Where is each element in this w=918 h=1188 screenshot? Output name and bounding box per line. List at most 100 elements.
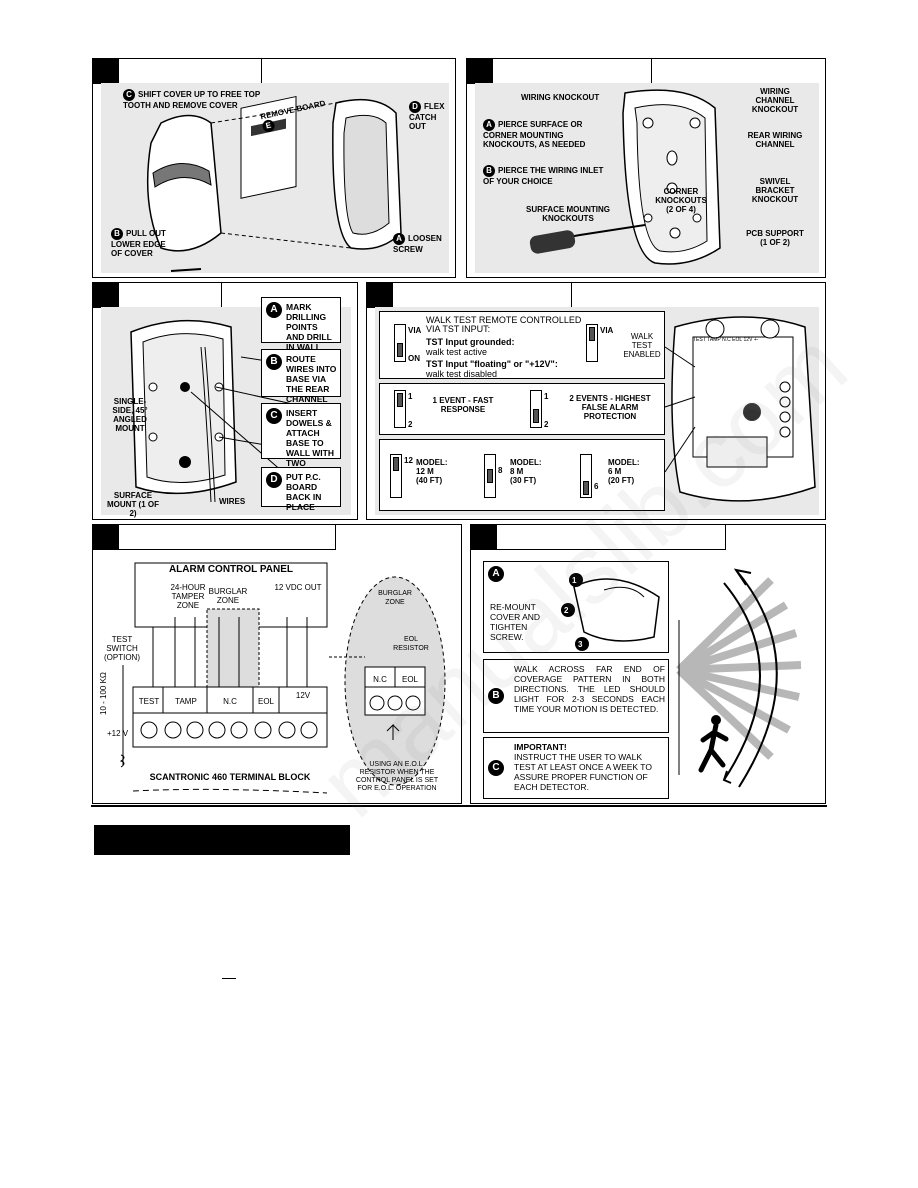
step-text: INSTRUCT THE USER TO WALK TEST AT LEAST … (514, 752, 652, 792)
inset-eol: EOL RESISTOR (393, 636, 429, 652)
panel-header (93, 59, 262, 84)
pcb-term: EOL (732, 337, 743, 343)
label-text: PULL OUT LOWER EDGE OF COVER (111, 229, 166, 258)
step-number-block (367, 283, 393, 307)
label-corner: CORNER KNOCKOUTS (2 OF 4) (655, 187, 707, 214)
panel-header (93, 283, 222, 308)
step-text: WALK ACROSS FAR END OF COVERAGE PATTERN … (514, 664, 665, 714)
panel-mounting: SINGLE-SIDE, 45° ANGLED MOUNT SURFACE MO… (92, 282, 358, 520)
step-a-box: A RE-MOUNT COVER AND TIGHTEN SCREW. 1 2 … (483, 561, 669, 653)
label-via-2: VIA (600, 326, 614, 335)
model-range: 6 m (608, 467, 622, 476)
num-2: 2 (564, 606, 569, 615)
label-via: VIA (408, 326, 422, 335)
badge-e: E (261, 118, 276, 134)
dc-out: 12 VDC OUT (274, 583, 322, 592)
base-knockout-illustration (529, 89, 721, 265)
cover-remount-illustration (561, 573, 660, 651)
model-tick-6: 6 (594, 482, 599, 491)
walk-test-title: WALK TEST REMOTE CONTROLLED VIA TST INPU… (426, 315, 582, 334)
pcb-term: + (753, 337, 757, 343)
panel-header (467, 59, 652, 84)
badge-b: B (483, 165, 495, 177)
inset-eol-term: EOL (401, 675, 418, 684)
count-2: 2 (408, 420, 413, 429)
terminal-block-label: SCANTRONIC 460 TERMINAL BLOCK (149, 772, 311, 782)
badge-b: B (488, 688, 504, 704)
term-12v: 12V (295, 691, 311, 700)
label-text: PIERCE THE WIRING INLET OF YOUR CHOICE (483, 166, 604, 186)
badge-d: D (409, 101, 421, 113)
badge-c: C (488, 760, 504, 776)
panel-header (367, 283, 572, 308)
count-1b: 1 (544, 392, 549, 401)
inset-nc: N.C (373, 675, 387, 684)
label-wires: WIRES (219, 497, 246, 506)
tamper-zone: 24-HOUR TAMPER ZONE (170, 583, 206, 610)
label-single-side: SINGLE-SIDE, 45° ANGLED MOUNT (112, 397, 148, 433)
label-surface-mounting: SURFACE MOUNTING KNOCKOUTS (526, 205, 610, 223)
walk-enabled-label: WALK TEST ENABLED (623, 332, 661, 359)
jumper-model-12 (390, 454, 402, 498)
walk-test-box: VIA ON WALK TEST REMOTE CONTROLLED VIA T… (379, 311, 665, 379)
model-range: 8 m (510, 467, 524, 476)
tst-floating: TST Input "floating" or "+12V": (426, 359, 558, 369)
jumper-count-1 (394, 390, 406, 428)
term-nc: N.C (223, 697, 237, 706)
label-pcb-support: PCB SUPPORT (1 OF 2) (746, 229, 804, 247)
base-mounting-illustration (130, 319, 307, 503)
model-tick-12: 12 (404, 456, 413, 465)
jumper-walk-enabled (586, 324, 598, 362)
step-text: RE-MOUNT COVER AND TIGHTEN SCREW. (490, 602, 541, 642)
inset-zone: BURGLAR ZONE (378, 590, 412, 606)
badge-b: B (111, 228, 123, 240)
label-swivel: SWIVEL BRACKET KNOCKOUT (751, 177, 799, 204)
model-8: MODEL:8 m(30 ft) (510, 458, 560, 485)
model-ft: (30 ft) (510, 476, 537, 485)
label-text: FLEX CATCH OUT (409, 102, 445, 131)
overline-mark (222, 978, 236, 979)
pcb-illustration (664, 316, 816, 502)
model-range: 12 m (416, 467, 434, 476)
pcb-12v: 12V (743, 337, 753, 343)
tst-grounded: TST Input grounded: (426, 337, 515, 347)
model-label: MODEL: (608, 458, 640, 467)
term-test: TEST (138, 697, 160, 706)
jumper-model-6 (580, 454, 592, 498)
model-ft: (40 ft) (416, 476, 443, 485)
jumper-model-8 (484, 454, 496, 498)
label-surface-mount: SURFACE MOUNT (1 OF 2) (107, 491, 159, 518)
badge-c: C (266, 408, 282, 424)
step-number-block (93, 283, 119, 307)
step-text: ROUTE WIRES INTO BASE VIA THE REAR CHANN… (286, 354, 337, 404)
cover-removal-illustration (146, 95, 402, 272)
pcb-term: TEST (693, 337, 706, 343)
badge-a: A (488, 566, 504, 582)
count-1: 1 (408, 392, 413, 401)
model-label: MODEL: (510, 458, 542, 467)
illustration-area: VIA ON WALK TEST REMOTE CONTROLLED VIA T… (375, 307, 819, 515)
pcb-term: - (756, 337, 759, 343)
count-2b: 2 (544, 420, 549, 429)
label-wiring-channel: WIRING CHANNEL KNOCKOUT (751, 87, 799, 114)
model-box: 12 MODEL:12 m(40 ft) 8 MODEL:8 m(30 ft) … (379, 439, 665, 511)
step-text: MARK DRILLING POINTS AND DRILL IN WALL (286, 302, 332, 352)
coverage-pattern-illustration (676, 568, 802, 788)
label-text: SHIFT COVER UP TO FREE TOP TOOTH AND REM… (123, 90, 261, 110)
pcb-terminal-labels: TEST TAMP N.C EOL 12V +- (693, 337, 793, 343)
step-b-box: B WALK ACROSS FAR END OF COVERAGE PATTER… (483, 659, 669, 733)
term-tamp: TAMP (175, 697, 197, 706)
count-box: 1 2 1 EVENT - FAST RESPONSE 1 2 2 EVENTS… (379, 383, 665, 435)
illustration-area: WIRING KNOCKOUT WIRING CHANNEL KNOCKOUT … (475, 83, 819, 273)
label-wiring-knockout: WIRING KNOCKOUT (521, 93, 600, 102)
badge-a: A (266, 302, 282, 318)
